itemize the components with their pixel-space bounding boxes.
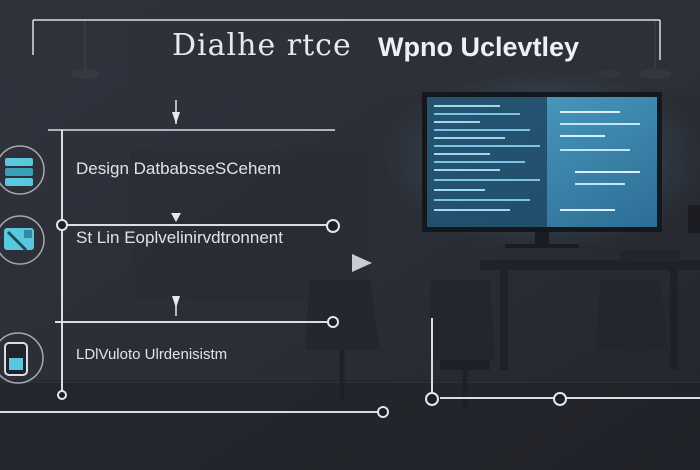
code-lines: [434, 105, 640, 211]
node-dot: [57, 390, 67, 400]
mobile-device-icon: [0, 332, 44, 384]
node-dot: [377, 406, 389, 418]
step-label-2: St Lin Eoplvelinirvdtronnent: [76, 228, 283, 247]
connector-lines: [0, 19, 700, 413]
step-label-1: Design DatbabsseSCehem: [76, 159, 282, 178]
down-arrow: [171, 213, 181, 222]
office-furniture: [305, 250, 700, 410]
step-label-3: LDlVuloto Ulrdenisistm: [76, 346, 228, 363]
title-part-1: Dialhe rtce: [172, 28, 352, 63]
right-arrow: [352, 254, 372, 272]
database-icon: [0, 145, 45, 195]
deploy-icon: [0, 215, 45, 265]
title-part-2: Wpno Uclevtley: [378, 32, 580, 62]
node-dot: [425, 392, 439, 406]
node-dot: [56, 219, 68, 231]
connector-nodes: [56, 219, 567, 418]
node-dot: [553, 392, 567, 406]
node-dot: [326, 219, 340, 233]
node-dot: [327, 316, 339, 328]
flow-arrows: [171, 100, 372, 316]
code-monitor: [385, 70, 700, 250]
